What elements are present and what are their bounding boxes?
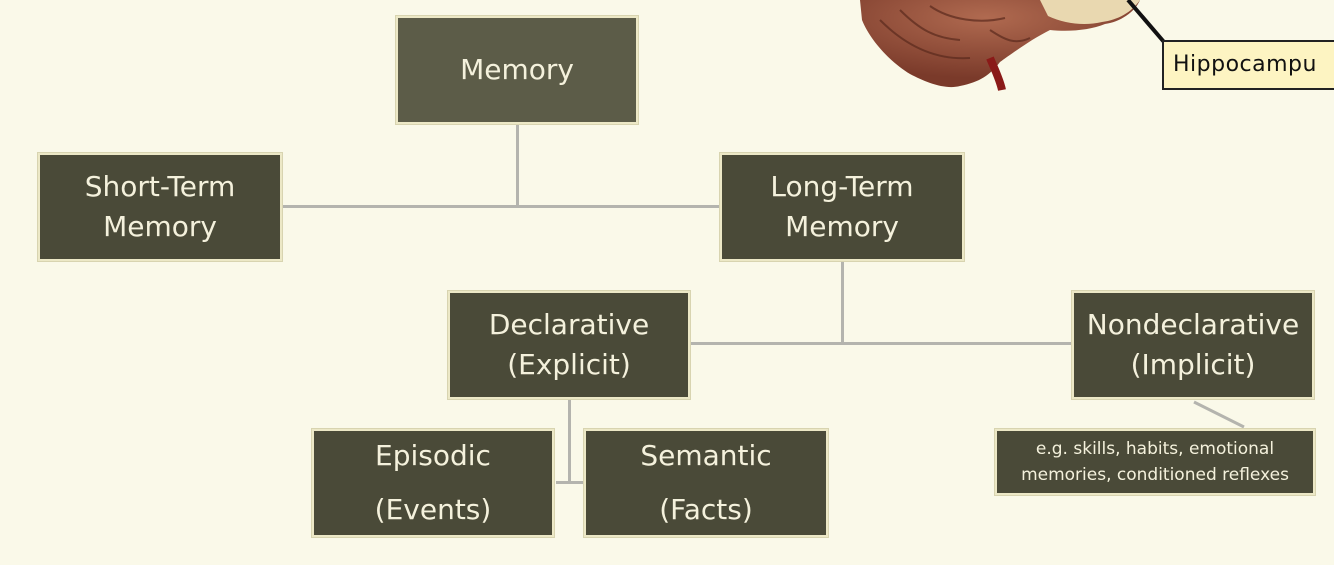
long-term-label-line2: Memory xyxy=(785,210,899,243)
long-term-memory-node: Long-Term Memory xyxy=(720,153,964,261)
brain-illustration xyxy=(860,0,1140,91)
hippocampus-pointer-line xyxy=(1126,0,1166,44)
episodic-label-line1: Episodic xyxy=(375,439,491,472)
nondeclarative-label-line2: (Implicit) xyxy=(1130,348,1256,381)
connector-memory-split xyxy=(282,205,722,208)
semantic-label-line2: (Facts) xyxy=(659,493,753,526)
memory-label: Memory xyxy=(460,53,574,86)
connector-longterm-stem xyxy=(841,262,844,344)
examples-line2: memories, conditioned reflexes xyxy=(1021,465,1289,485)
short-term-memory-node: Short-Term Memory xyxy=(38,153,282,261)
memory-node: Memory xyxy=(396,16,638,124)
declarative-node: Declarative (Explicit) xyxy=(448,291,690,399)
short-term-label-line1: Short-Term xyxy=(84,170,236,203)
nondeclarative-label-line1: Nondeclarative xyxy=(1086,308,1300,341)
long-term-label-line1: Long-Term xyxy=(770,170,914,203)
declarative-label-line1: Declarative xyxy=(488,308,650,341)
semantic-node: Semantic (Facts) xyxy=(584,429,828,537)
connector-root-stem xyxy=(516,124,519,208)
connector-nondeclarative-examples xyxy=(1193,400,1245,429)
declarative-label-line2: (Explicit) xyxy=(507,348,631,381)
connector-declarative-tick xyxy=(556,481,584,484)
connector-declarative-stem xyxy=(568,398,571,484)
examples-line1: e.g. skills, habits, emotional xyxy=(1035,439,1275,459)
short-term-label-line2: Memory xyxy=(103,210,217,243)
semantic-label-line1: Semantic xyxy=(640,439,772,472)
hippocampus-label: Hippocampu xyxy=(1162,40,1334,90)
connector-declarative-split xyxy=(690,342,1074,345)
episodic-label-line2: (Events) xyxy=(374,493,492,526)
nondeclarative-examples-node: e.g. skills, habits, emotional memories,… xyxy=(995,429,1315,495)
nondeclarative-node: Nondeclarative (Implicit) xyxy=(1072,291,1314,399)
episodic-node: Episodic (Events) xyxy=(312,429,554,537)
